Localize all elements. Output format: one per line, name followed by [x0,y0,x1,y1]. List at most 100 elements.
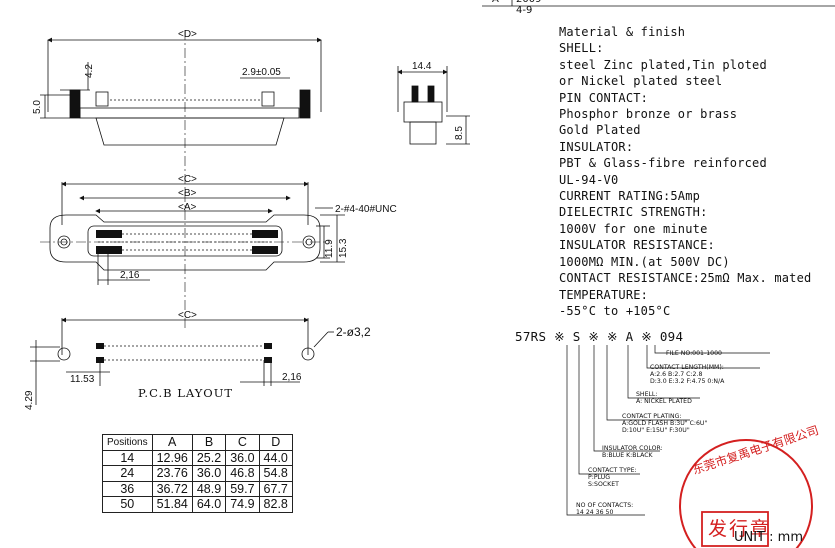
callout-count: NO OF CONTACTS: 14 24 36 50 [576,502,633,516]
spec-line: DIELECTRIC STRENGTH: [559,205,708,220]
spec-line: CURRENT RATING:5Amp [559,189,701,204]
callout-shell: SHELL: A: NICKEL PLATED [636,391,692,405]
revision-letter: A [492,0,499,5]
table-cell: 46.8 [225,465,260,482]
table-cell: 48.9 [191,480,227,497]
spec-line: or Nickel plated steel [559,74,723,89]
table-header-cell: D [258,434,293,451]
dim-hole: 2-ø3,2 [336,325,371,339]
callout-shell-line: A: NICKEL PLATED [636,398,692,406]
dim-8-5: 8.5 [454,126,465,140]
callout-file-line: FILE NO:001-1000 [666,350,722,357]
callout-length-line: CONTACT LENGTH(MM): [650,364,724,371]
callout-color-line: B:BLUE K:BLACK [602,452,653,460]
table-cell: 25.2 [191,449,227,466]
spec-line: 1000V for one minute [559,221,708,236]
callout-plating-line: D:10U" E:15U" F:30U" [622,427,690,435]
callout-count-line: NO OF CONTACTS: [576,502,634,509]
dim-14-4: 14.4 [412,61,432,72]
callout-plating-line: CONTACT PLATING: [622,413,682,420]
table-cell: 23.76 [151,465,193,482]
callout-length-line: A:2.6 B:2.7 C:2.8 [650,371,703,379]
table-cell: 14 [102,449,153,466]
dim-2-16a: 2,16 [120,270,140,281]
callout-type-line: CONTACT TYPE: [588,467,637,474]
dim-11-53: 11.53 [70,374,95,385]
spec-line: SHELL: [559,41,604,56]
callout-file: FILE NO:001-1000 [666,350,722,357]
table-header-cell: B [191,434,227,451]
spec-line: PIN CONTACT: [559,90,649,105]
table-header-cell: Positions [102,434,153,451]
table-cell: 54.8 [258,465,293,482]
dim-screw: 2-#4-40#UNC [335,204,397,215]
side-view [40,30,322,330]
top-view [40,181,345,285]
table-cell: 50 [102,496,153,513]
spec-line: 1000MΩ MIN.(at 500V DC) [559,254,730,269]
table-cell: 36.72 [151,480,193,497]
spec-line: steel Zinc plated,Tin ploted [559,57,767,72]
spec-line: CONTACT RESISTANCE:25mΩ Max. mated [559,271,812,286]
table-cell: 24 [102,465,153,482]
callout-type: CONTACT TYPE: P:PLUG S:SOCKET [588,467,637,489]
callout-color-line: INSULATOR COLOR: [602,445,663,452]
pcb-layout-title: P.C.B LAYOUT [138,386,234,400]
spec-line: Material & finish [559,25,686,39]
company-stamp [679,439,813,548]
table-cell: 64.0 [191,496,227,513]
dim-4-2: 4.2 [84,64,95,78]
spec-line: Gold Plated [559,123,641,138]
callout-type-line: S:SOCKET [588,481,619,489]
pcb-layout [30,317,334,405]
callout-shell-line: SHELL: [636,391,658,398]
part-number: 57RS ※ S ※ ※ A ※ 094 [515,329,684,344]
table-cell: 74.9 [225,496,260,513]
table-cell: 36.0 [225,449,260,466]
callout-length: CONTACT LENGTH(MM): A:2.6 B:2.7 C:2.8 D:… [650,364,724,386]
table-cell: 51.84 [151,496,193,513]
callout-length-line: D:3.0 E:3.2 F:4.75 0:N/A [650,378,725,386]
table-cell: 82.8 [258,496,293,513]
revision-date: 2009-4-9 [516,0,545,16]
dim-pitch: 2.9±0.05 [242,67,281,78]
callout-plating: CONTACT PLATING: A:GOLD FLASH B:3U" C:6U… [622,413,707,435]
spec-line: -55°C to +105°C [559,303,671,318]
callout-count-line: 14 24 36 50 [576,509,614,517]
table-cell: 59.7 [225,480,260,497]
spec-line: PBT & Glass-fibre reinforced [559,156,767,171]
table-cell: 67.7 [258,480,293,497]
pin-rows [96,230,278,363]
dim-c-top: <C> [178,174,197,185]
callout-leaders [566,345,770,516]
table-cell: 36.0 [191,465,227,482]
dim-b: <B> [178,188,197,199]
callout-color: INSULATOR COLOR: B:BLUE K:BLACK [602,445,663,459]
dim-c-pcb: <C> [178,310,197,321]
unit-label: UNIT : mm [734,530,803,545]
dim-2-16b: 2,16 [282,372,302,383]
dim-a: <A> [178,202,197,213]
spec-line: UL-94-V0 [559,172,619,187]
spec-line: Phosphor bronze or brass [559,107,738,122]
table-cell: 36 [102,480,153,497]
release-stamp [701,511,769,547]
table-header-cell: C [225,434,260,451]
dim-11-9: 11.9 [324,239,335,258]
end-view [397,66,470,145]
dim-15-3: 15.3 [338,238,349,258]
release-stamp-text: 发行章 [708,518,772,540]
table-cell: 44.0 [258,449,293,466]
table-header-cell: A [151,434,193,451]
callout-type-line: P:PLUG [588,474,611,482]
dim-4-29: 4.29 [24,390,35,410]
dim-5-0: 5.0 [32,100,43,114]
